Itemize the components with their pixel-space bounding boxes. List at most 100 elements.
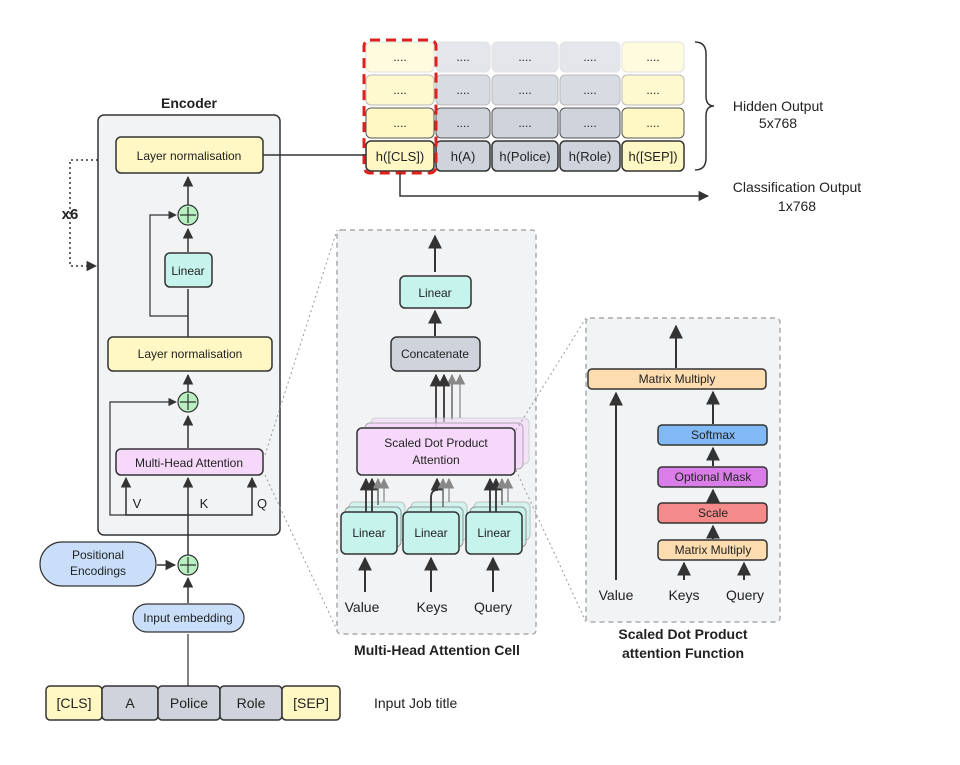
hidden-label-cell xyxy=(491,140,559,172)
mha-cell-title: Multi-Head Attention Cell xyxy=(354,642,520,658)
mha-box xyxy=(115,448,264,476)
hidden-dots: .... xyxy=(518,50,531,64)
hidden-cell xyxy=(621,41,685,73)
sdpa-fn-title-line1: Scaled Dot Product xyxy=(618,626,747,642)
optional-mask-box xyxy=(657,466,768,488)
linear-query-label: Linear xyxy=(477,526,510,540)
hidden-label: h(Role) xyxy=(569,149,612,164)
hidden-output-grid: .... .... .... .... .... .... .... .... … xyxy=(362,38,685,175)
hidden-cell xyxy=(365,74,435,106)
repeat-loop-arrow xyxy=(69,159,98,272)
hidden-dots: .... xyxy=(393,50,406,64)
q-arrow xyxy=(188,476,258,516)
hidden-output-brace xyxy=(694,41,715,171)
input-tokens: [CLS] A Police Role [SEP] xyxy=(45,685,341,721)
hidden-label: h([SEP]) xyxy=(628,149,677,164)
hidden-label-cell xyxy=(559,140,621,172)
layer-norm-bottom xyxy=(107,336,273,372)
linear-stacks: Linear Linear Linear xyxy=(340,501,531,555)
sdpa-line2: Attention xyxy=(412,453,459,467)
sdpa-fn-title-line2: attention Function xyxy=(622,645,744,661)
hidden-cell xyxy=(365,41,435,73)
hidden-dots: .... xyxy=(583,116,596,130)
sdpa-value-label: Value xyxy=(599,587,634,603)
hidden-cell xyxy=(491,107,559,139)
v-arrow xyxy=(120,476,188,516)
linear-value-label: Linear xyxy=(352,526,385,540)
matmul-top-box xyxy=(587,368,767,390)
layer-norm-top-label: Layer normalisation xyxy=(137,149,242,163)
zoom-line xyxy=(264,474,338,631)
classification-arrow xyxy=(399,173,710,202)
hidden-label-cell xyxy=(365,140,435,172)
hidden-dots: .... xyxy=(646,116,659,130)
input-embedding-label: Input embedding xyxy=(143,611,232,625)
linear-keys-label: Linear xyxy=(414,526,447,540)
hidden-dots: .... xyxy=(518,83,531,97)
mha-query-label: Query xyxy=(474,599,512,615)
hidden-cell xyxy=(365,107,435,139)
matmul-top-label: Matrix Multiply xyxy=(639,372,716,386)
hidden-dots: .... xyxy=(646,50,659,64)
hidden-dots: .... xyxy=(456,116,469,130)
hidden-dots: .... xyxy=(393,116,406,130)
mha-label: Multi-Head Attention xyxy=(135,456,243,470)
add-icon xyxy=(180,207,196,223)
concatenate-label: Concatenate xyxy=(401,347,469,361)
layer-norm-bottom-label: Layer normalisation xyxy=(138,347,243,361)
add-icon xyxy=(180,394,196,410)
hidden-output-line1: Hidden Output xyxy=(733,98,823,114)
encoder-box xyxy=(97,114,281,536)
classification-line1: Classification Output xyxy=(733,179,862,195)
input-token-label: [SEP] xyxy=(293,695,329,711)
scale-label: Scale xyxy=(698,506,728,520)
sdpa-line1: Scaled Dot Product xyxy=(384,436,488,450)
linear-box xyxy=(164,252,213,288)
scale-box xyxy=(657,502,768,524)
hidden-dots: .... xyxy=(456,50,469,64)
classification-line2: 1x768 xyxy=(778,198,816,214)
q-label: Q xyxy=(257,496,267,511)
k-label: K xyxy=(200,496,209,511)
arrow xyxy=(430,477,444,512)
hidden-cell xyxy=(621,107,685,139)
hidden-dots: .... xyxy=(456,83,469,97)
hidden-cell xyxy=(559,41,621,73)
input-token-label: A xyxy=(125,695,135,711)
mha-keys-label: Keys xyxy=(416,599,447,615)
hidden-dots: .... xyxy=(583,50,596,64)
matmul-bottom-box xyxy=(657,539,768,561)
hidden-label-cell xyxy=(621,140,685,172)
input-embedding-box xyxy=(132,603,245,633)
optional-mask-label: Optional Mask xyxy=(675,470,753,484)
softmax-box xyxy=(657,424,768,446)
positional-encodings-box xyxy=(39,541,157,587)
hidden-cell xyxy=(559,107,621,139)
zoom-line xyxy=(515,317,587,431)
input-token-label: Police xyxy=(170,695,208,711)
softmax-label: Softmax xyxy=(691,428,735,442)
linear-label: Linear xyxy=(171,264,204,278)
encoder-title: Encoder xyxy=(161,95,218,111)
concatenate-box xyxy=(390,336,481,372)
residual-top xyxy=(149,210,188,317)
linear-value-box xyxy=(340,511,398,555)
input-caption: Input Job title xyxy=(374,695,457,711)
zoom-line xyxy=(264,229,338,456)
hidden-cell xyxy=(491,41,559,73)
sdpa-keys-label: Keys xyxy=(668,587,699,603)
matmul-bottom-label: Matrix Multiply xyxy=(675,543,752,557)
add-icon xyxy=(180,557,196,573)
mha-linear-top xyxy=(399,275,472,309)
hidden-dots: .... xyxy=(393,83,406,97)
hidden-cell xyxy=(491,74,559,106)
v-label: V xyxy=(133,496,142,511)
mha-value-label: Value xyxy=(345,599,380,615)
hidden-dots: .... xyxy=(583,83,596,97)
linear-query-box xyxy=(465,511,523,555)
input-token-sep xyxy=(281,685,341,721)
input-token-label: [CLS] xyxy=(56,695,91,711)
positional-line2: Encodings xyxy=(70,564,126,578)
hidden-label: h(Police) xyxy=(499,149,550,164)
